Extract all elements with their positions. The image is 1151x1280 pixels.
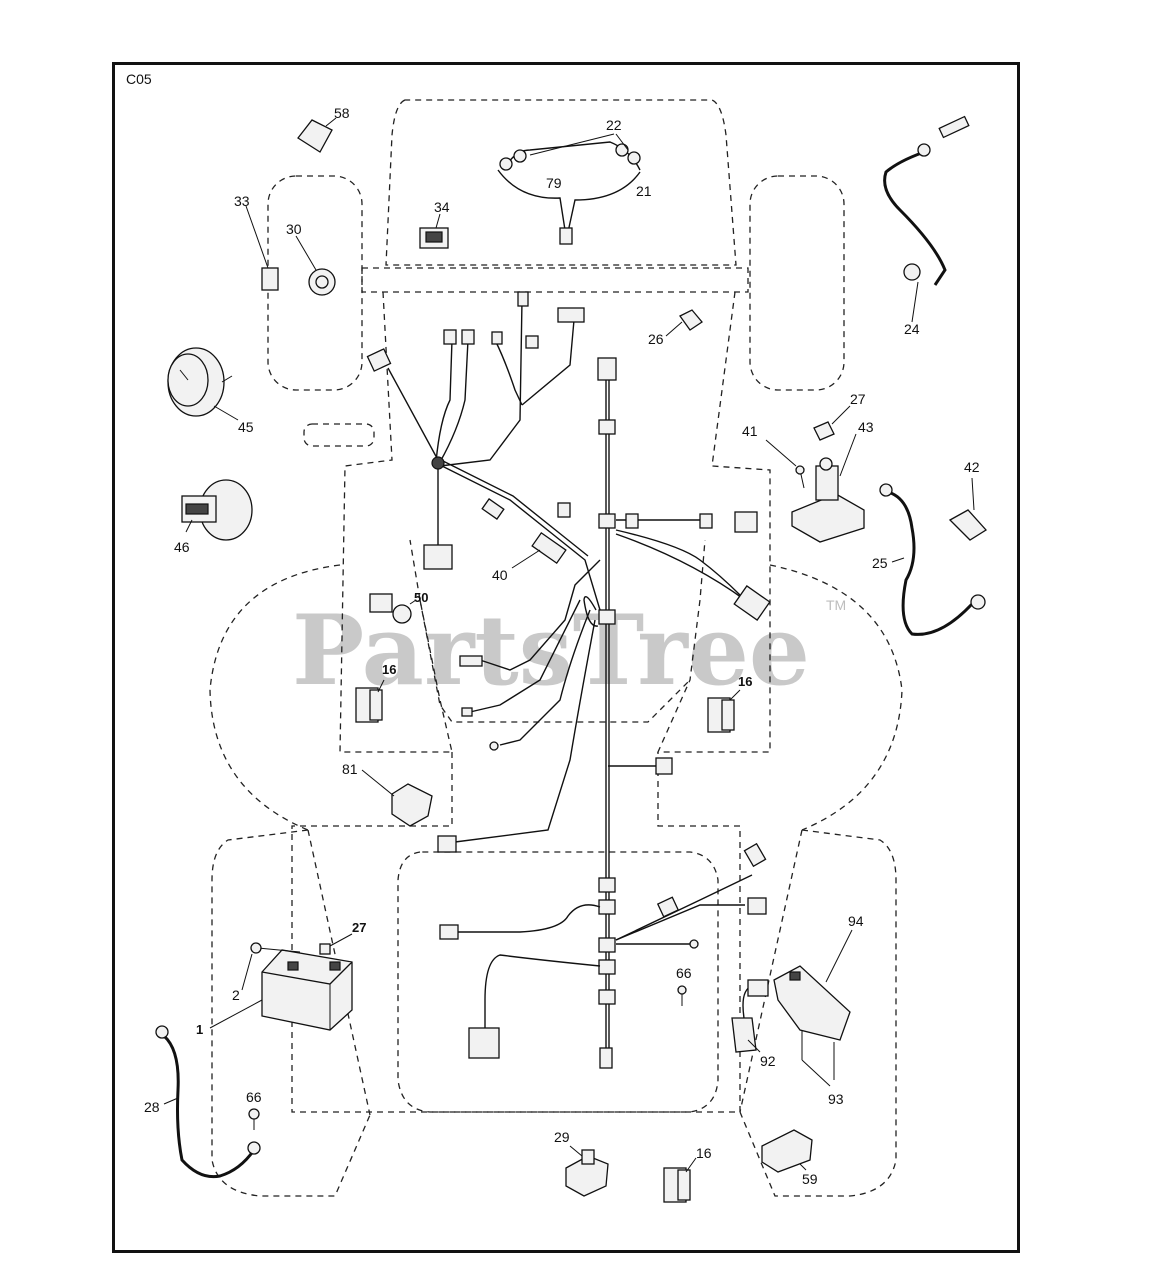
part-16-switch-bottom bbox=[663, 1157, 697, 1203]
part-66-screw-left bbox=[248, 1108, 260, 1130]
callout-66-center: 66 bbox=[676, 965, 692, 981]
part-2-bolt bbox=[241, 942, 301, 991]
callout-33: 33 bbox=[234, 193, 250, 209]
callout-41: 41 bbox=[742, 423, 758, 439]
callout-27-battery: 27 bbox=[352, 920, 366, 935]
part-16-switch-right bbox=[707, 689, 741, 733]
part-28-cable bbox=[155, 1025, 261, 1179]
part-29-switch bbox=[565, 1145, 609, 1197]
part-25-cable bbox=[879, 483, 986, 636]
part-27-battery-nut bbox=[319, 933, 353, 955]
callout-43: 43 bbox=[858, 419, 874, 435]
trademark: TM bbox=[826, 597, 846, 613]
callout-45: 45 bbox=[238, 419, 254, 435]
callout-21: 21 bbox=[636, 183, 652, 199]
front-harness bbox=[366, 291, 601, 611]
callout-2: 2 bbox=[232, 987, 240, 1003]
part-59-module bbox=[761, 1129, 813, 1173]
callout-28: 28 bbox=[144, 1099, 160, 1115]
callout-93: 93 bbox=[828, 1091, 844, 1107]
part-43-solenoid bbox=[791, 433, 865, 543]
callout-66-left: 66 bbox=[246, 1089, 262, 1105]
part-66-screw-center bbox=[677, 985, 687, 1006]
callout-24: 24 bbox=[904, 321, 920, 337]
part-94-bracket bbox=[773, 929, 853, 1041]
part-50-switch bbox=[369, 593, 417, 624]
part-21-22-79-headlight-harness bbox=[497, 133, 641, 245]
callout-42: 42 bbox=[964, 459, 980, 475]
part-93-screws bbox=[801, 1030, 835, 1087]
callout-29: 29 bbox=[554, 1129, 570, 1145]
callout-16-left: 16 bbox=[382, 662, 396, 677]
callout-58: 58 bbox=[334, 105, 350, 121]
callout-27-top: 27 bbox=[850, 391, 866, 407]
callout-25: 25 bbox=[872, 555, 888, 571]
callout-34: 34 bbox=[434, 199, 450, 215]
callout-labels: 58 22 79 21 33 30 34 26 24 45 27 41 43 4… bbox=[144, 105, 980, 1187]
section-code: C05 bbox=[126, 71, 152, 87]
part-16-switch-left bbox=[355, 679, 385, 723]
part-33-switch bbox=[245, 205, 279, 291]
callout-16-right: 16 bbox=[738, 674, 752, 689]
part-26-fuse bbox=[665, 309, 703, 337]
callout-22: 22 bbox=[606, 117, 622, 133]
main-wiring-harness bbox=[437, 357, 771, 1069]
diagram-frame bbox=[112, 62, 1020, 1253]
part-92-module bbox=[731, 979, 769, 1053]
callout-30: 30 bbox=[286, 221, 302, 237]
part-58-cover bbox=[297, 117, 337, 153]
part-41-screw bbox=[765, 439, 805, 489]
callout-46: 46 bbox=[174, 539, 190, 555]
callout-50: 50 bbox=[414, 590, 428, 605]
callout-26: 26 bbox=[648, 331, 664, 347]
callout-59: 59 bbox=[802, 1171, 818, 1187]
callout-40: 40 bbox=[492, 567, 508, 583]
part-40-leader bbox=[511, 549, 541, 569]
part-34-switch bbox=[419, 213, 449, 249]
part-45-gauge bbox=[167, 347, 239, 421]
part-1-battery bbox=[209, 949, 353, 1031]
callout-94: 94 bbox=[848, 913, 864, 929]
part-42-boot bbox=[948, 477, 988, 541]
part-46-hour-meter bbox=[181, 479, 253, 541]
part-30-ignition-switch bbox=[295, 235, 336, 296]
part-24-cable bbox=[883, 115, 970, 323]
part-81-relay bbox=[361, 769, 433, 827]
callout-1: 1 bbox=[196, 1022, 203, 1037]
part-27-nut bbox=[813, 405, 851, 441]
callout-79: 79 bbox=[546, 175, 562, 191]
callout-81: 81 bbox=[342, 761, 358, 777]
callout-92: 92 bbox=[760, 1053, 776, 1069]
callout-16-bottom: 16 bbox=[696, 1145, 712, 1161]
